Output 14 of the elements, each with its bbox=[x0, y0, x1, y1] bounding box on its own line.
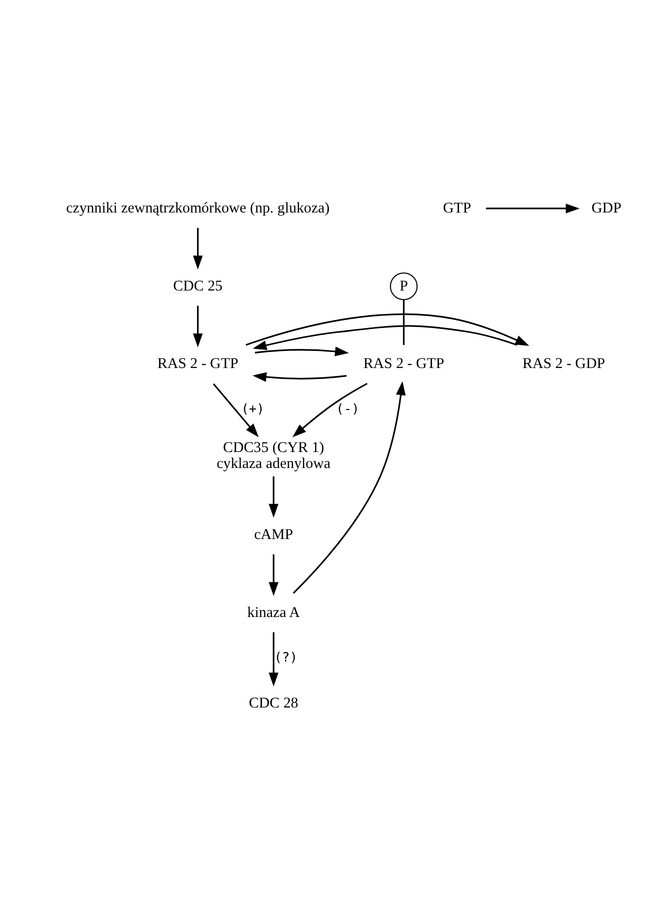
edge-label: (-) bbox=[336, 402, 360, 417]
node-text: RAS 2 - GTP bbox=[363, 356, 444, 372]
node-text: CDC 28 bbox=[248, 695, 298, 712]
node-text: CDC 25 bbox=[173, 278, 223, 294]
node-text: GDP bbox=[592, 200, 622, 216]
node-text: RAS 2 - GTP bbox=[157, 356, 238, 372]
node-text: CDC35 (CYR 1) cyklaza adenylowa bbox=[216, 440, 331, 472]
node-text: GTP bbox=[443, 200, 472, 216]
node-text: RAS 2 - GDP bbox=[522, 356, 606, 372]
node-text: kinaza A bbox=[247, 604, 300, 621]
node-text: cAMP bbox=[254, 526, 294, 543]
node-text: czynniki zewnątrzkomórkowe (np. glukoza) bbox=[66, 200, 330, 216]
edge-label: (+) bbox=[241, 402, 264, 417]
edge-label: (?) bbox=[274, 650, 298, 666]
